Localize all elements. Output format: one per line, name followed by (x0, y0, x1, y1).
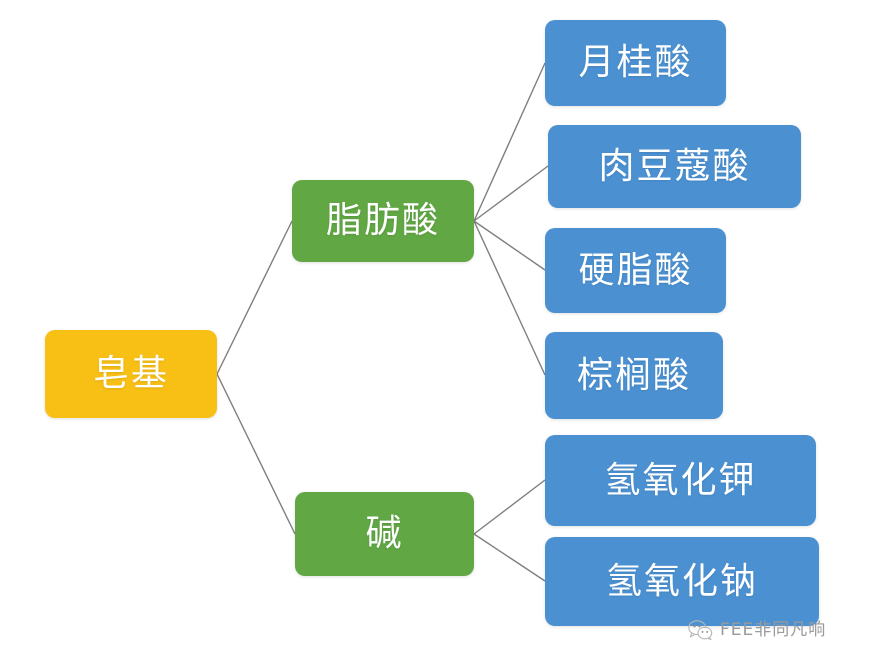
connector-fatty-acid-to-palmitic (473, 220, 546, 376)
node-leaf-sodium-hydroxide[interactable]: 氢氧化钠 (545, 537, 819, 626)
node-leaf-stearic-acid[interactable]: 硬脂酸 (545, 228, 726, 313)
connector-fatty-acid-to-myristic (473, 165, 549, 222)
node-root-soap-base[interactable]: 皂基 (45, 330, 217, 418)
connector-root-to-alkali (216, 373, 296, 535)
watermark: FEE非同凡响 (688, 620, 826, 640)
watermark-text: FEE非同凡响 (720, 619, 827, 640)
connector-fatty-acid-to-lauric (473, 62, 546, 222)
node-branch-alkali[interactable]: 碱 (295, 492, 474, 576)
node-leaf-potassium-hydroxide[interactable]: 氢氧化钾 (545, 435, 816, 526)
connector-root-to-fatty-acid (216, 220, 293, 375)
connector-alkali-to-koh (473, 479, 546, 535)
node-leaf-lauric-acid[interactable]: 月桂酸 (545, 20, 726, 106)
connector-alkali-to-naoh (473, 533, 546, 582)
wechat-icon (688, 620, 713, 640)
node-leaf-myristic-acid[interactable]: 肉豆蔻酸 (548, 125, 801, 208)
node-branch-fatty-acid[interactable]: 脂肪酸 (292, 180, 474, 262)
node-leaf-palmitic-acid[interactable]: 棕榈酸 (545, 332, 723, 419)
connector-fatty-acid-to-stearic (473, 220, 546, 271)
